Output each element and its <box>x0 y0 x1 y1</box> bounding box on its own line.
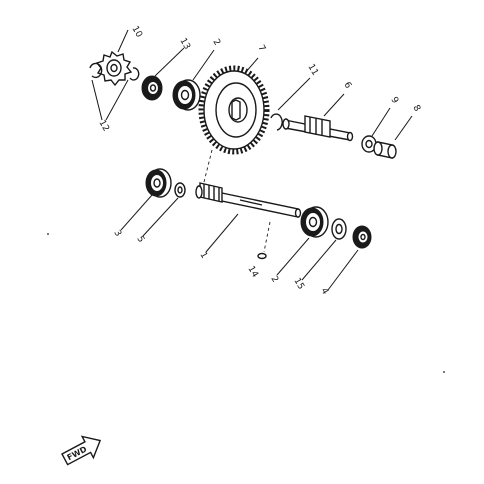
washer-5 <box>174 182 186 198</box>
bearing-lower <box>300 206 329 238</box>
scan-speck <box>443 371 445 373</box>
label-2-lower: 2 <box>268 275 280 285</box>
label-4: 4 <box>318 287 330 297</box>
upper-shaft <box>282 115 354 142</box>
collar-8 <box>373 141 397 159</box>
label-3: 3 <box>111 229 123 239</box>
label-7: 7 <box>255 44 267 54</box>
drive-sprocket <box>95 50 133 87</box>
label-14: 14 <box>245 265 260 280</box>
assembly-line-key <box>263 221 271 253</box>
label-6: 6 <box>341 81 353 91</box>
label-9: 9 <box>388 96 400 106</box>
fwd-arrow: FWD <box>61 435 102 466</box>
label-2-upper: 2 <box>210 38 222 48</box>
lower-shaft <box>195 182 302 218</box>
bearing-upper <box>172 79 201 111</box>
label-8: 8 <box>410 104 422 114</box>
circlip-11 <box>270 113 283 131</box>
woodruff-key <box>257 252 267 260</box>
circlip-right <box>129 67 140 81</box>
assembly-line-gear <box>201 149 213 191</box>
label-1: 1 <box>197 251 209 261</box>
label-15: 15 <box>291 277 305 292</box>
bearing-3 <box>145 168 172 198</box>
oil-seal-4 <box>352 225 372 249</box>
oil-seal-13 <box>141 75 163 101</box>
circlip-left <box>89 62 103 79</box>
driven-gear <box>198 65 270 155</box>
label-13: 13 <box>177 37 191 52</box>
washer-15 <box>331 218 347 240</box>
label-10: 10 <box>129 25 144 40</box>
scan-speck <box>47 233 49 235</box>
leader-lines <box>91 29 413 291</box>
label-11: 11 <box>305 63 319 78</box>
label-12: 12 <box>96 119 110 134</box>
label-5: 5 <box>134 235 146 245</box>
